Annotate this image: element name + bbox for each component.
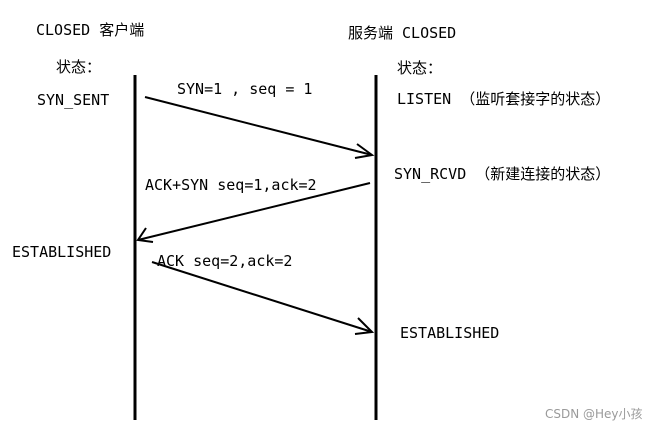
client-state-syn-sent: SYN_SENT — [37, 91, 110, 109]
server-state-established: ESTABLISHED — [400, 324, 500, 342]
ack-arrow — [151, 261, 375, 335]
client-state-label: 状态： — [56, 58, 102, 76]
message-syn-label: SYN=1 , seq = 1 — [177, 80, 313, 98]
server-state-listen: LISTEN （监听套接字的状态） — [397, 90, 611, 108]
message-ack-label: ACK seq=2,ack=2 — [157, 252, 293, 270]
syn-arrow — [144, 96, 375, 159]
server-state-syn-rcvd: SYN_RCVD （新建连接的状态） — [394, 165, 611, 183]
server-title: 服务端 CLOSED — [348, 24, 457, 42]
watermark: CSDN @Hey小孩 — [545, 407, 643, 421]
client-title: CLOSED 客户端 — [36, 21, 145, 39]
syn-ack-arrow — [136, 182, 371, 243]
server-state-label: 状态： — [397, 59, 443, 77]
message-syn-ack-label: ACK+SYN seq=1,ack=2 — [145, 176, 317, 194]
client-state-established: ESTABLISHED — [12, 243, 112, 261]
